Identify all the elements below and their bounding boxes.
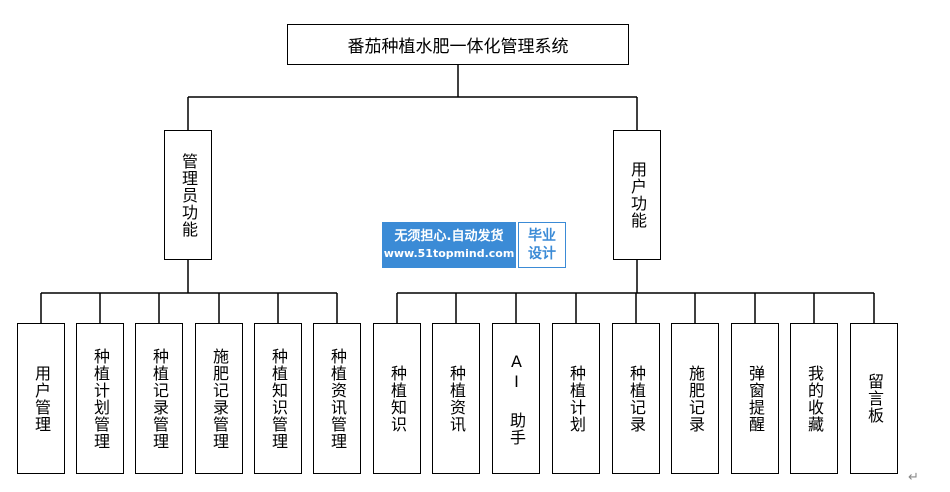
user-child-news: 种植资讯 [432,323,480,474]
admin-child-record-management: 种植记录管理 [135,323,183,474]
user-child-ai-assistant: AI 助手 [492,323,540,474]
user-child-label: 留言板 [865,373,884,424]
admin-child-label: 用户管理 [32,364,51,433]
user-child-label: 弹窗提醒 [746,364,765,433]
user-child-knowledge: 种植知识 [373,323,421,474]
admin-child-label: 种植计划管理 [91,347,110,450]
watermark-line2: www.51topmind.com [383,247,515,260]
admin-label: 管理员功能 [179,152,198,238]
user-child-label: 种植资讯 [447,364,466,433]
watermark-right1: 毕业 [528,228,556,244]
admin-node: 管理员功能 [164,130,212,260]
watermark-line1: 无须担心.自动发货 [394,229,504,244]
user-child-label: 我的收藏 [805,364,824,433]
user-child-favorites: 我的收藏 [790,323,838,474]
user-child-label: 种植计划 [567,364,586,433]
user-child-label: 种植知识 [388,364,407,433]
user-child-label: 种植记录 [627,364,646,433]
user-label: 用户功能 [628,161,647,229]
user-child-record: 种植记录 [612,323,660,474]
admin-child-label: 施肥记录管理 [210,347,229,450]
user-child-message-board: 留言板 [850,323,898,474]
user-child-popup-reminder: 弹窗提醒 [731,323,779,474]
root-node: 番茄种植水肥一体化管理系统 [287,24,629,65]
admin-child-fertilize-management: 施肥记录管理 [195,323,243,474]
admin-child-knowledge-management: 种植知识管理 [254,323,302,474]
watermark-right: 毕业 设计 [518,222,566,268]
admin-child-label: 种植资讯管理 [328,347,347,450]
watermark-left: 无须担心.自动发货 www.51topmind.com [382,222,516,268]
user-child-label: AI 助手 [507,351,526,446]
watermark-right2: 设计 [528,246,556,262]
user-child-fertilize-record: 施肥记录 [671,323,719,474]
watermark-banner: 无须担心.自动发货 www.51topmind.com 毕业 设计 [382,222,566,268]
user-child-label: 施肥记录 [686,364,705,433]
admin-child-plan-management: 种植计划管理 [76,323,124,474]
admin-child-label: 种植记录管理 [150,347,169,450]
user-node: 用户功能 [613,130,661,260]
admin-child-user-management: 用户管理 [17,323,65,474]
user-child-plan: 种植计划 [552,323,600,474]
paragraph-mark: ↵ [908,470,919,485]
root-label: 番茄种植水肥一体化管理系统 [347,37,569,57]
admin-child-label: 种植知识管理 [269,347,288,450]
admin-child-news-management: 种植资讯管理 [313,323,361,474]
